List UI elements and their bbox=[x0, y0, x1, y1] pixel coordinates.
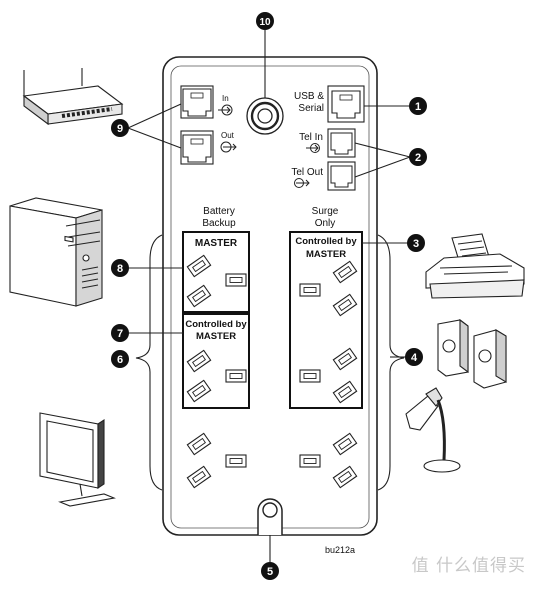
label-master: MASTER bbox=[195, 238, 238, 249]
tel-out-port bbox=[327, 161, 356, 191]
svg-text:8: 8 bbox=[117, 263, 123, 275]
circuit-breaker-icon bbox=[246, 97, 284, 135]
printer-icon bbox=[425, 233, 525, 299]
in-arrow-icon bbox=[218, 104, 233, 116]
callout-3: 3 bbox=[407, 234, 425, 252]
battery-bracket bbox=[135, 234, 163, 491]
svg-text:10: 10 bbox=[259, 17, 271, 28]
svg-text:6: 6 bbox=[117, 354, 123, 366]
tel-out-arrow-icon bbox=[294, 178, 310, 188]
label-usb-serial-1: USB & bbox=[294, 91, 324, 102]
callout-9: 9 bbox=[111, 119, 129, 137]
monitor-icon bbox=[39, 412, 116, 507]
svg-text:2: 2 bbox=[415, 152, 421, 164]
tel-in-arrow-icon bbox=[306, 143, 320, 153]
label-battery-backup-2: Backup bbox=[202, 218, 236, 229]
label-controlled-master-battery: MASTER bbox=[196, 331, 236, 342]
label-tel-in: Tel In bbox=[299, 132, 323, 143]
router-icon bbox=[22, 68, 124, 126]
label-usb-serial-2: Serial bbox=[298, 103, 324, 114]
label-controlled-by-battery: Controlled by bbox=[185, 319, 247, 330]
surge-bracket bbox=[377, 234, 405, 491]
callout-7: 7 bbox=[111, 324, 129, 342]
leader-lines bbox=[126, 30, 411, 562]
network-out-port bbox=[180, 130, 214, 165]
label-controlled-by-surge: Controlled by bbox=[295, 236, 357, 247]
callout-4: 4 bbox=[405, 348, 423, 366]
svg-text:1: 1 bbox=[415, 101, 421, 113]
label-in: In bbox=[222, 94, 229, 103]
network-in-port bbox=[180, 85, 214, 119]
desktop-tower-icon bbox=[9, 197, 103, 307]
watermark: 值 什么值得买 bbox=[411, 556, 526, 576]
svg-text:3: 3 bbox=[413, 238, 419, 250]
tel-in-port bbox=[327, 128, 356, 158]
svg-text:4: 4 bbox=[411, 352, 418, 364]
label-surge-only-2: Only bbox=[315, 218, 336, 229]
speakers-icon bbox=[437, 318, 507, 389]
label-controlled-master-surge: MASTER bbox=[306, 249, 346, 260]
label-tel-out: Tel Out bbox=[291, 167, 323, 178]
callout-10: 10 bbox=[256, 12, 274, 30]
label-surge-only-1: Surge bbox=[312, 206, 339, 217]
figure-id-label: bu212a bbox=[325, 545, 355, 555]
label-out: Out bbox=[221, 131, 235, 140]
svg-text:7: 7 bbox=[117, 328, 123, 340]
desk-lamp-icon bbox=[405, 387, 461, 473]
callout-8: 8 bbox=[111, 259, 129, 277]
svg-text:9: 9 bbox=[117, 123, 123, 135]
callout-1: 1 bbox=[409, 97, 427, 115]
usb-serial-port bbox=[327, 85, 365, 123]
callout-2: 2 bbox=[409, 148, 427, 166]
out-arrow-icon bbox=[220, 141, 237, 153]
callout-5: 5 bbox=[261, 562, 279, 580]
callout-6: 6 bbox=[111, 350, 129, 368]
power-inlet-icon bbox=[257, 498, 283, 535]
label-battery-backup-1: Battery bbox=[203, 206, 235, 217]
svg-text:5: 5 bbox=[267, 566, 273, 578]
